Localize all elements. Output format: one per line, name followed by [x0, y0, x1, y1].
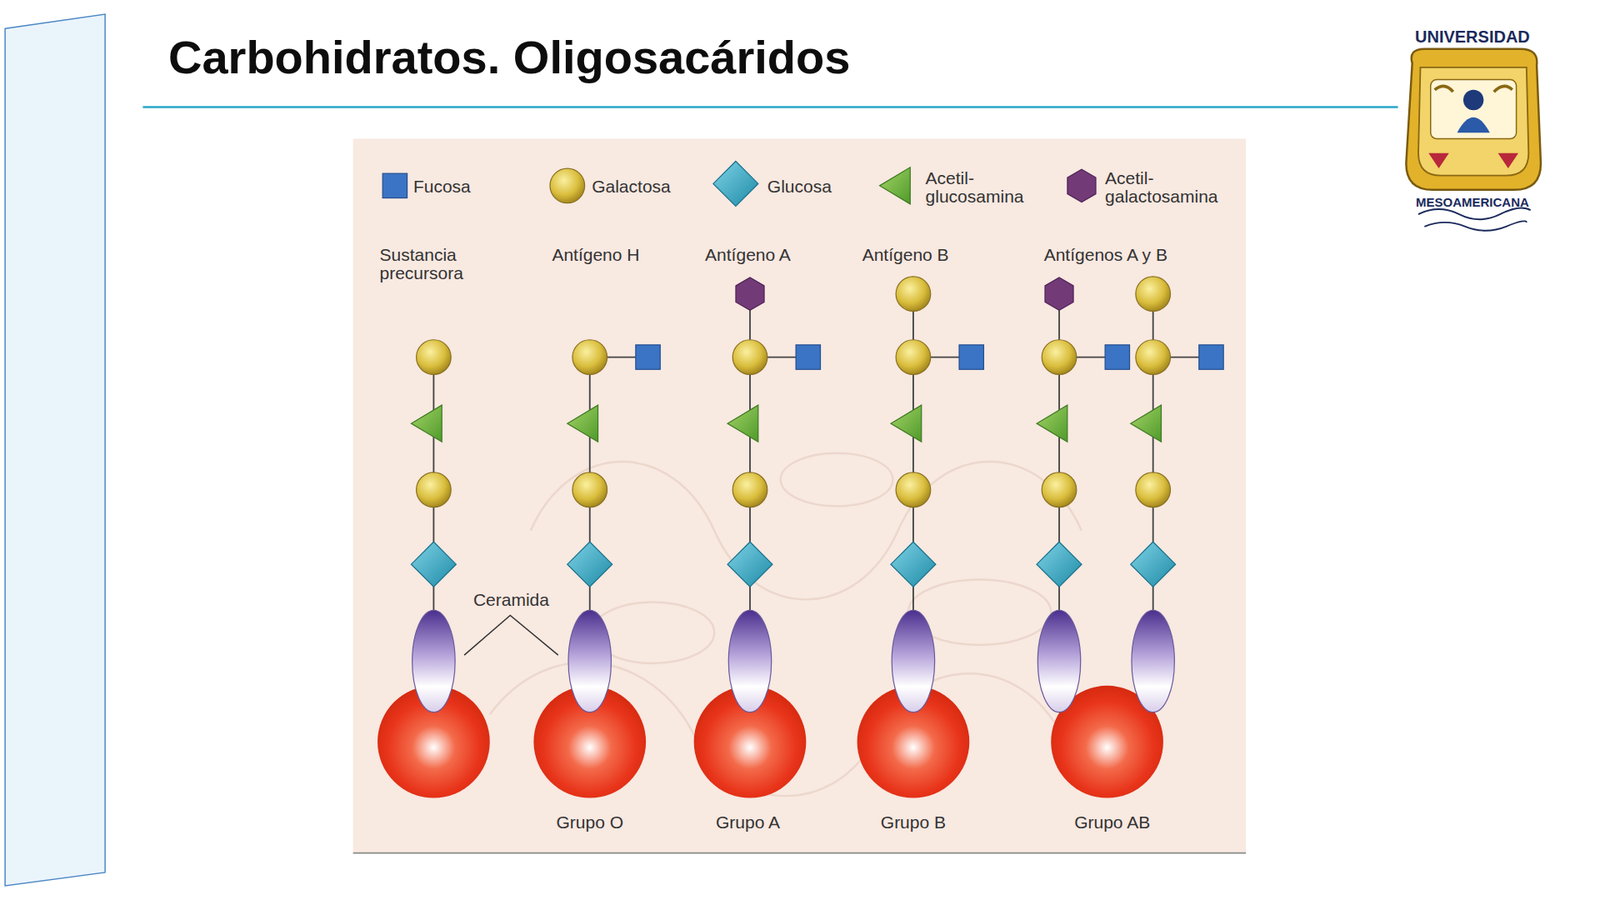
acetylgalactosamine-hexagon — [1067, 169, 1096, 202]
galactose-circle — [1135, 340, 1171, 375]
galactose-circle — [732, 472, 768, 508]
column-heading: Antígeno B — [862, 245, 950, 265]
galactose-circle — [416, 340, 452, 375]
galactose-circle — [895, 472, 931, 508]
galactose-circle — [550, 168, 585, 204]
ceramide-ellipse — [568, 610, 611, 712]
glucose-diamond — [410, 541, 456, 587]
fucose-square — [959, 345, 984, 370]
side-panel — [5, 14, 105, 886]
fucose-square — [1105, 345, 1130, 370]
legend-text: Acetil- galactosamina — [1105, 169, 1239, 206]
galactose-circle — [732, 340, 768, 375]
column-heading: Antígenos A y B — [1044, 245, 1168, 265]
fucose-square — [635, 345, 660, 370]
group-label: Grupo A — [715, 813, 780, 832]
group-label: Grupo B — [880, 813, 946, 832]
fucose-square — [795, 345, 820, 370]
legend-text: Fucosa — [413, 177, 471, 196]
glucose-diamond — [1036, 541, 1082, 587]
illustration-ground — [353, 139, 1246, 854]
illustration-border — [353, 852, 1246, 855]
slide-title: Carbohidratos. Oligosacáridos — [168, 33, 850, 83]
title-rule — [142, 105, 1398, 108]
galactose-circle — [572, 340, 608, 375]
galactose-circle — [1135, 276, 1171, 312]
column-heading: Sustancia precursora — [380, 245, 480, 283]
galactose-circle — [1135, 472, 1171, 508]
column-heading: Antígeno H — [551, 245, 640, 265]
antigen-chains — [377, 276, 1224, 799]
column-heading: Antígeno A — [705, 245, 791, 265]
galactose-circle — [895, 340, 931, 375]
acetylglucosamine-triangle — [567, 405, 599, 442]
legend-text: Acetil- glucosamina — [925, 169, 1043, 206]
ceramide-ellipse — [728, 610, 771, 712]
legend-shapes — [382, 160, 1096, 206]
acetylgalactosamine-hexagon — [735, 277, 765, 310]
glucose-diamond — [1130, 541, 1176, 587]
ceramide-ellipse — [412, 610, 455, 712]
ceramide-ellipse — [1037, 610, 1080, 712]
galactose-circle — [416, 472, 452, 508]
acetylglucosamine-triangle — [1036, 405, 1068, 442]
logo-text: MESOAMERICANA — [1415, 195, 1530, 210]
ceramide-ellipse — [1131, 610, 1175, 712]
part-label: Ceramida — [473, 590, 550, 610]
legend-text: Galactosa — [591, 177, 671, 196]
group-label: Grupo O — [556, 813, 625, 832]
galactose-circle — [572, 472, 608, 508]
galactose-circle — [1041, 340, 1077, 375]
galactose-circle — [895, 276, 931, 312]
glucose-diamond — [713, 160, 759, 206]
fucose-square — [1199, 345, 1224, 370]
group-label: Grupo AB — [1074, 813, 1150, 832]
legend-text: Glucosa — [767, 177, 832, 196]
glucose-diamond — [727, 541, 773, 587]
acetylglucosamine-triangle — [410, 405, 442, 442]
logo-text: UNIVERSIDAD — [1415, 28, 1530, 46]
university-emblem — [1405, 49, 1541, 231]
fucose-square — [382, 173, 407, 198]
acetylglucosamine-triangle — [880, 167, 911, 205]
acetylgalactosamine-hexagon — [1045, 277, 1074, 310]
acetylglucosamine-triangle — [890, 405, 922, 442]
glucose-diamond — [890, 541, 936, 587]
ceramide-leader — [464, 615, 559, 655]
galactose-circle — [1041, 472, 1077, 508]
ceramide-ellipse — [891, 610, 935, 712]
acetylglucosamine-triangle — [727, 405, 759, 442]
acetylglucosamine-triangle — [1130, 405, 1162, 442]
glucose-diamond — [567, 541, 613, 587]
